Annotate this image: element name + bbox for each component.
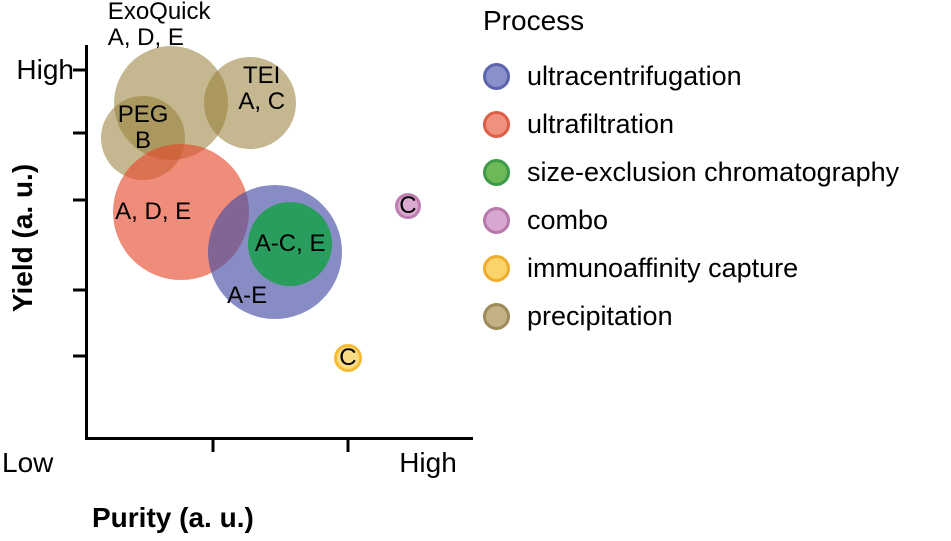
bubble-label-precipitation: TEI A, C bbox=[238, 62, 286, 116]
x-axis-tick bbox=[211, 440, 215, 452]
x-axis-high-label: High bbox=[399, 447, 457, 478]
bubble-label-size-exclusion-chromatography: A-C, E bbox=[254, 230, 326, 258]
x-axis-title: Purity (a. u.) bbox=[92, 502, 254, 533]
bubble-size-exclusion-chromatography bbox=[248, 202, 333, 287]
bubble-label-ultrafiltration: A, D, E bbox=[115, 197, 192, 225]
legend-item-size-exclusion-chromatography: size-exclusion chromatography bbox=[483, 148, 899, 196]
legend-swatch-combo bbox=[483, 206, 510, 234]
y-axis-tick bbox=[73, 131, 85, 135]
legend-item-combo: combo bbox=[483, 196, 899, 244]
legend-label: combo bbox=[527, 204, 609, 235]
y-axis-tick bbox=[73, 354, 85, 358]
legend-item-immunoaffinity-capture: immunoaffinity capture bbox=[483, 244, 899, 292]
x-axis-tick bbox=[346, 440, 350, 452]
legend-item-ultracentrifugation: ultracentrifugation bbox=[483, 52, 899, 100]
legend-swatch-size-exclusion-chromatography bbox=[483, 158, 510, 186]
legend-label: size-exclusion chromatography bbox=[527, 156, 900, 187]
legend-label: ultrafiltration bbox=[527, 108, 675, 139]
plot-area: ExoQuick A, D, E TEI A, C PEG B A, D, E A-E A… bbox=[73, 0, 473, 452]
bubble-label-precipitation: ExoQuick A, D, E bbox=[107, 0, 211, 52]
legend-swatch-ultrafiltration bbox=[483, 110, 510, 138]
y-axis-tick bbox=[73, 68, 85, 72]
legend-label: ultracentrifugation bbox=[527, 60, 742, 91]
legend-item-precipitation: precipitation bbox=[483, 292, 899, 340]
legend-label: precipitation bbox=[527, 300, 673, 331]
legend-swatch-immunoaffinity-capture bbox=[483, 254, 510, 282]
y-axis-tick bbox=[73, 288, 85, 292]
bubble-label-precipitation: PEG B bbox=[117, 100, 169, 154]
legend-items: ultracentrifugation ultrafiltration size-e… bbox=[483, 52, 899, 340]
legend-label: immunoaffinity capture bbox=[527, 252, 799, 283]
origin-low-label: Low bbox=[2, 447, 54, 478]
bubble-label-ultracentrifugation: A-E bbox=[227, 281, 268, 309]
bubble-label-immunoaffinity-capture: C bbox=[339, 343, 357, 371]
bubble-label-combo: C bbox=[399, 192, 417, 220]
legend: Process ultracentrifugation ultrafiltrati… bbox=[483, 4, 899, 340]
legend-swatch-precipitation bbox=[483, 302, 510, 330]
y-axis-title: Yield (a. u.) bbox=[7, 163, 38, 313]
bubble-precipitation bbox=[203, 57, 296, 150]
y-axis-tick bbox=[73, 198, 85, 202]
legend-item-ultrafiltration: ultrafiltration bbox=[483, 100, 899, 148]
bubble-immunoaffinity-capture bbox=[333, 343, 362, 372]
legend-title: Process bbox=[483, 5, 585, 36]
bubble-combo bbox=[394, 193, 421, 220]
y-axis-high-label: High bbox=[16, 54, 74, 85]
legend-swatch-ultracentrifugation bbox=[483, 62, 510, 90]
